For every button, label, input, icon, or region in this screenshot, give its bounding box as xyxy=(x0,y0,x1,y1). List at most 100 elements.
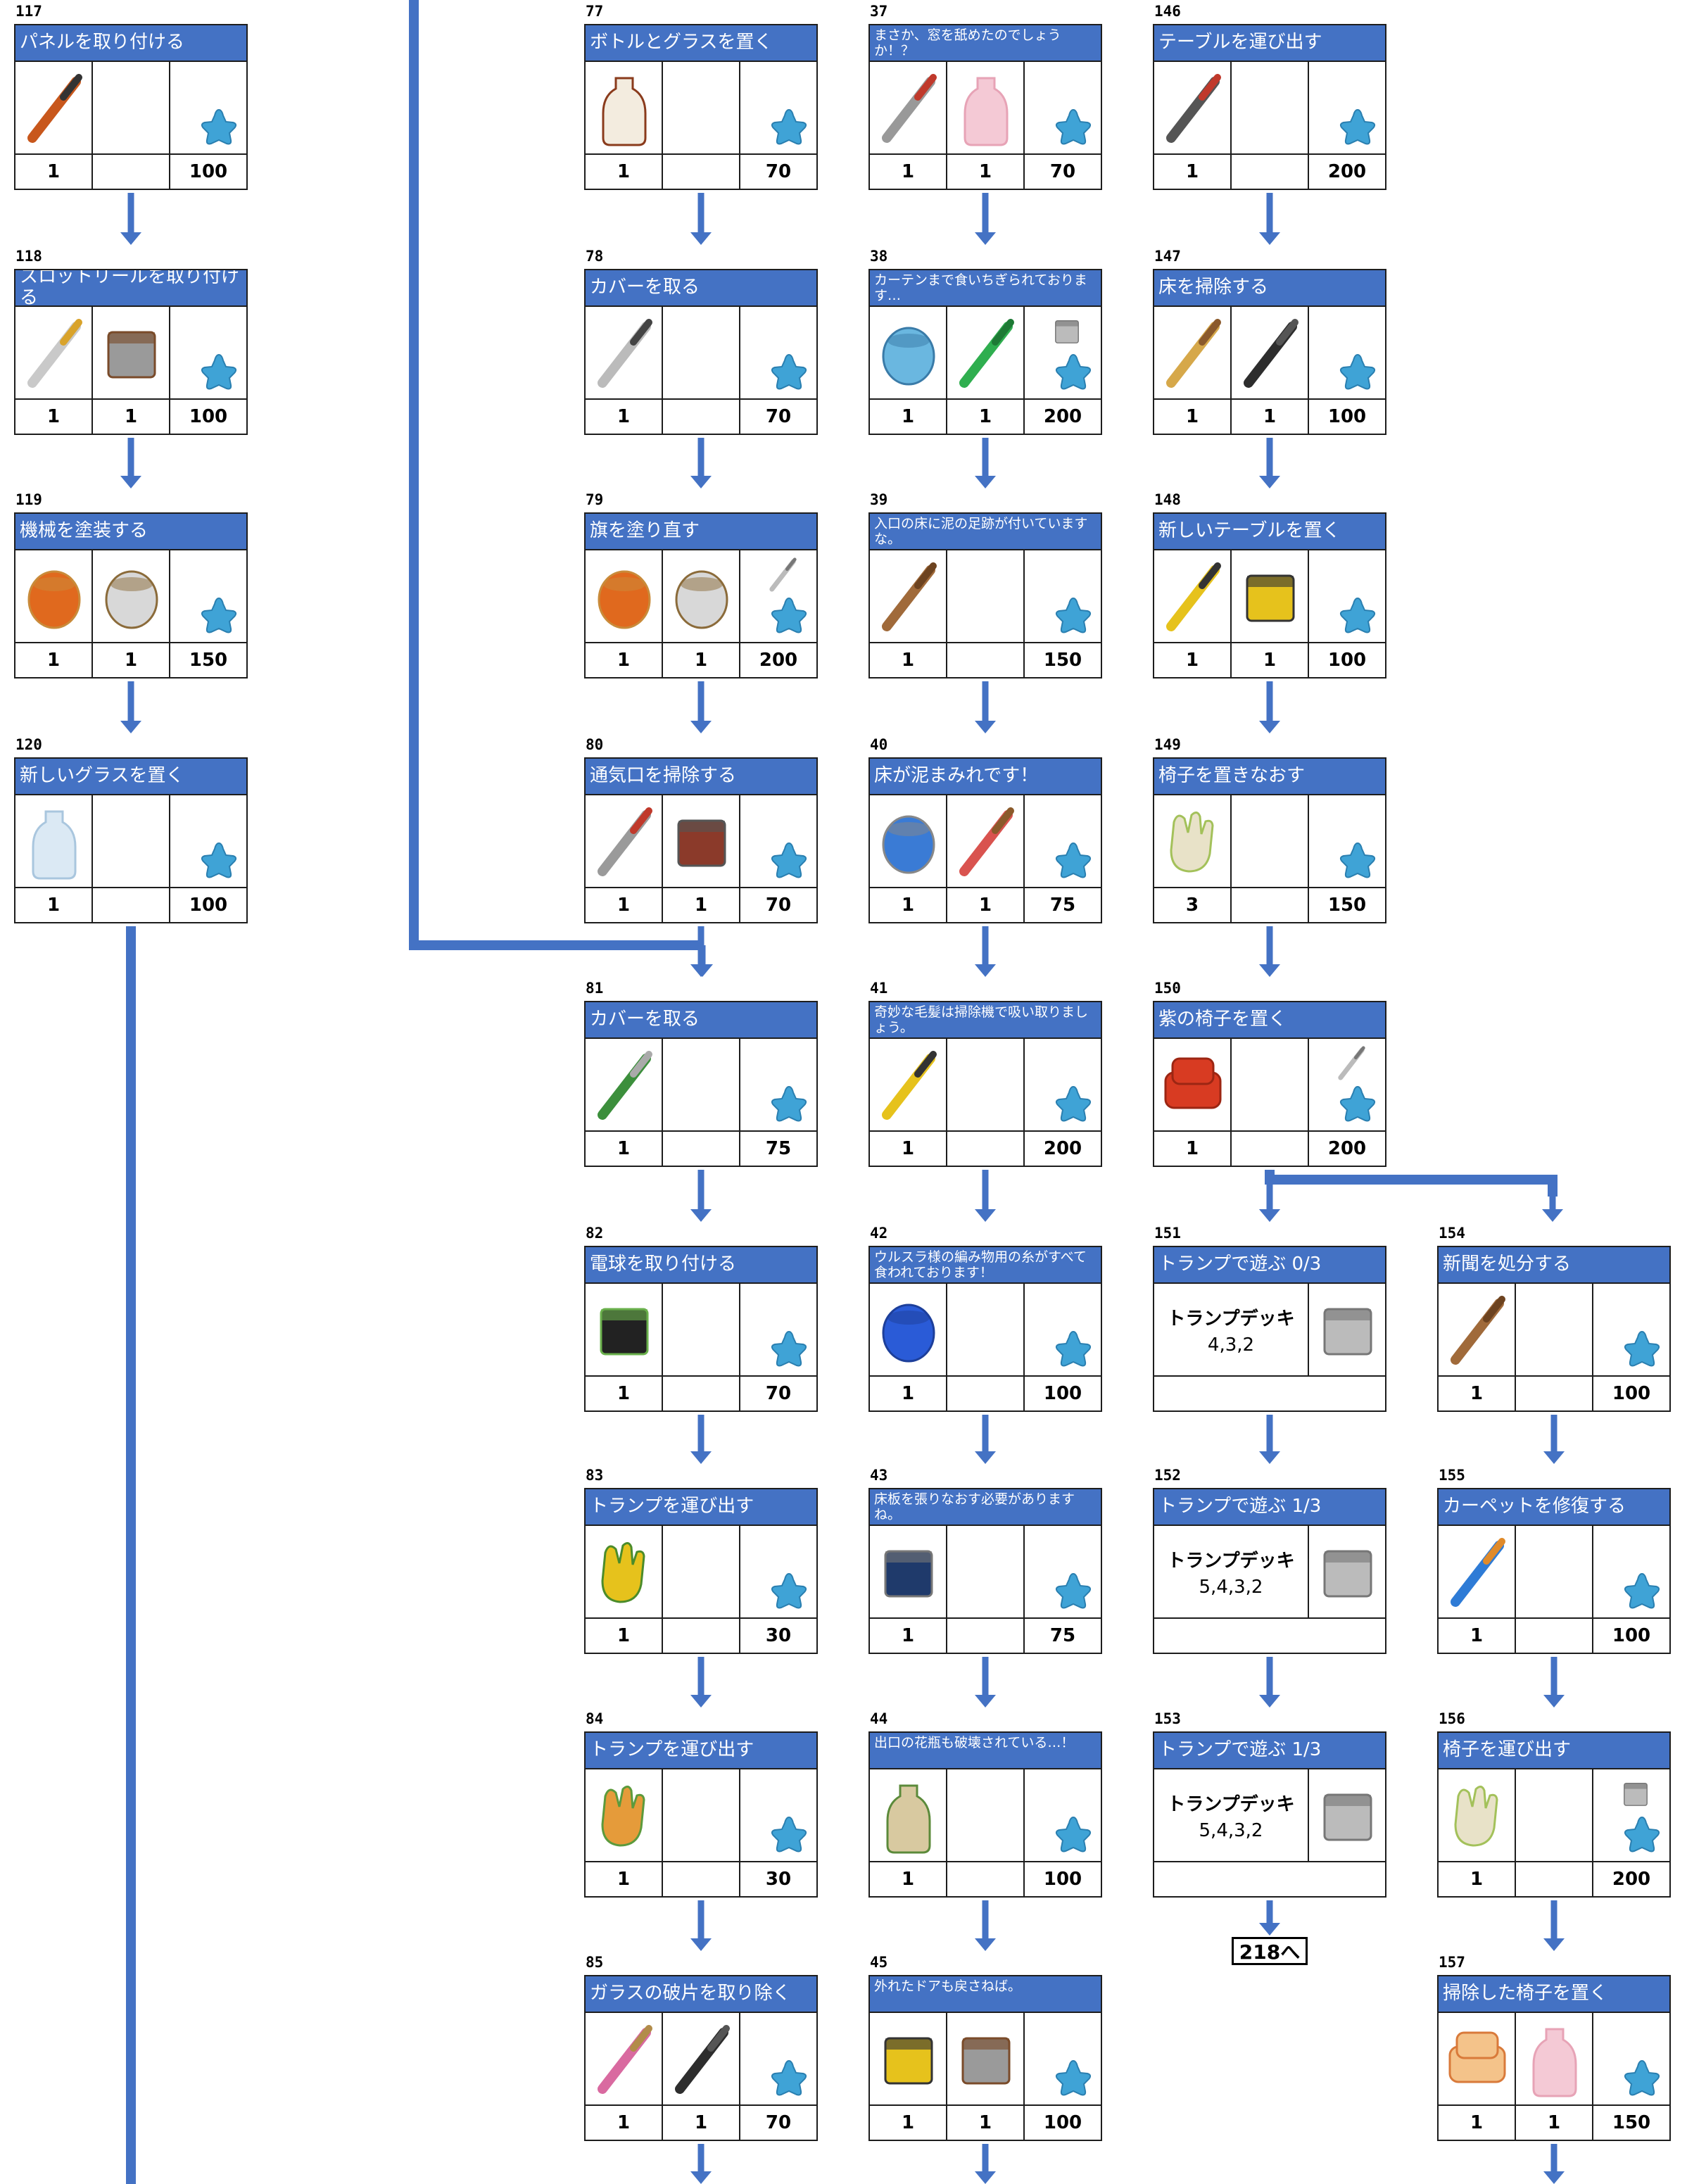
quest-number: 151 xyxy=(1154,1225,1181,1242)
item-cell xyxy=(947,1526,1025,1653)
item-quantity xyxy=(1232,888,1308,922)
toolbox-icon xyxy=(961,2037,1011,2085)
quest-number: 146 xyxy=(1154,3,1181,20)
item-cell: 1 xyxy=(586,62,663,189)
deck-numbers: 4,3,2 xyxy=(1207,1334,1255,1356)
deck-footer xyxy=(1154,1861,1385,1896)
reward-star-icon xyxy=(201,108,237,145)
item-cell: 1 xyxy=(663,2013,740,2140)
reward-amount: 75 xyxy=(1049,1625,1076,1646)
reward-cell: 70 xyxy=(740,795,816,922)
reward-star-icon xyxy=(201,842,237,878)
paint-tray-icon xyxy=(769,557,797,592)
quest-number: 39 xyxy=(870,491,888,508)
flow-arrow-head xyxy=(1543,1938,1565,1951)
item-quantity: 1 xyxy=(617,2112,631,2133)
item-cell: 1 xyxy=(1516,2013,1593,2140)
flow-arrow-head xyxy=(975,476,996,488)
item-quantity: 1 xyxy=(1263,406,1277,427)
reward-amount: 70 xyxy=(765,161,792,182)
reward-cell: 200 xyxy=(740,550,816,677)
item-quantity: 1 xyxy=(694,2112,708,2133)
item-cell xyxy=(1516,1526,1593,1653)
quest-title: パネルを取り付ける xyxy=(14,24,248,62)
quest-title: ボトルとグラスを置く xyxy=(584,24,818,62)
reward-cell: 30 xyxy=(740,1769,816,1896)
reward-cell: 100 xyxy=(170,62,246,189)
item-quantity: 1 xyxy=(1185,161,1199,182)
chest-icon xyxy=(1323,1308,1372,1356)
quest-title: 紫の椅子を置く xyxy=(1153,1001,1386,1039)
reward-amount: 30 xyxy=(765,1625,792,1646)
item-quantity: 1 xyxy=(46,406,61,427)
gloves-cream-icon xyxy=(1454,1786,1498,1847)
flow-arrow-head xyxy=(1259,721,1280,733)
deck-numbers: 5,4,3,2 xyxy=(1199,1576,1263,1598)
quest-title: スロットリールを取り付ける xyxy=(14,269,248,307)
scissors-icon xyxy=(598,319,652,388)
quest-number: 42 xyxy=(870,1225,888,1242)
reward-amount: 70 xyxy=(765,2112,792,2133)
item-quantity xyxy=(663,1619,739,1653)
item-quantity xyxy=(663,400,739,434)
item-quantity: 1 xyxy=(978,895,992,916)
item-quantity: 1 xyxy=(1470,1869,1484,1890)
quest-body: 1 1 70 xyxy=(584,2013,818,2141)
item-cell: 1 xyxy=(1439,1526,1516,1653)
item-cell: 1 xyxy=(870,1769,947,1896)
reward-amount: 150 xyxy=(1612,2112,1651,2133)
quest-number: 157 xyxy=(1439,1954,1465,1971)
flow-arrow-head xyxy=(692,964,713,977)
reward-star-icon xyxy=(771,1816,807,1852)
quest-number: 37 xyxy=(870,3,888,20)
item-cell: 1 xyxy=(586,1526,663,1653)
reward-cell: 75 xyxy=(740,1039,816,1166)
quest-number: 117 xyxy=(15,3,42,20)
reward-amount: 75 xyxy=(1049,895,1076,916)
item-quantity xyxy=(1232,1132,1308,1166)
item-quantity: 1 xyxy=(901,895,915,916)
reward-cell: 150 xyxy=(1025,550,1101,677)
item-cell: 1 xyxy=(586,795,663,922)
item-quantity xyxy=(947,1862,1023,1896)
quest-title: 新しいテーブルを置く xyxy=(1153,512,1386,550)
quest-number: 83 xyxy=(586,1467,604,1484)
stool-icon xyxy=(677,819,726,867)
item-cell: 1 xyxy=(1154,307,1232,434)
item-cell xyxy=(1232,795,1309,922)
quest-number: 119 xyxy=(15,491,42,508)
item-quantity: 1 xyxy=(124,650,138,671)
quest-number: 118 xyxy=(15,248,42,265)
reward-amount: 200 xyxy=(1043,1138,1082,1159)
reward-amount: 200 xyxy=(1043,406,1082,427)
reward-star-icon xyxy=(771,353,807,390)
quest-title: 機械を塗装する xyxy=(14,512,248,550)
item-cell: 1 xyxy=(947,795,1025,922)
quest-body: トランプデッキ 4,3,2 xyxy=(1153,1284,1386,1412)
quest-body: 1 30 xyxy=(584,1526,818,1654)
reward-star-icon xyxy=(1624,1572,1660,1609)
flow-line-split xyxy=(1265,1170,1558,1197)
item-quantity: 1 xyxy=(901,2112,915,2133)
deck-label: トランプデッキ xyxy=(1167,1308,1295,1330)
quest-body: 1 1 75 xyxy=(868,795,1102,923)
flow-arrow-head xyxy=(690,232,712,245)
tape-dispenser-icon xyxy=(884,1550,933,1598)
quest-number: 44 xyxy=(870,1710,888,1727)
flow-arrow-head xyxy=(1543,2171,1565,2184)
quest-title: 椅子を置きなおす xyxy=(1153,757,1386,795)
